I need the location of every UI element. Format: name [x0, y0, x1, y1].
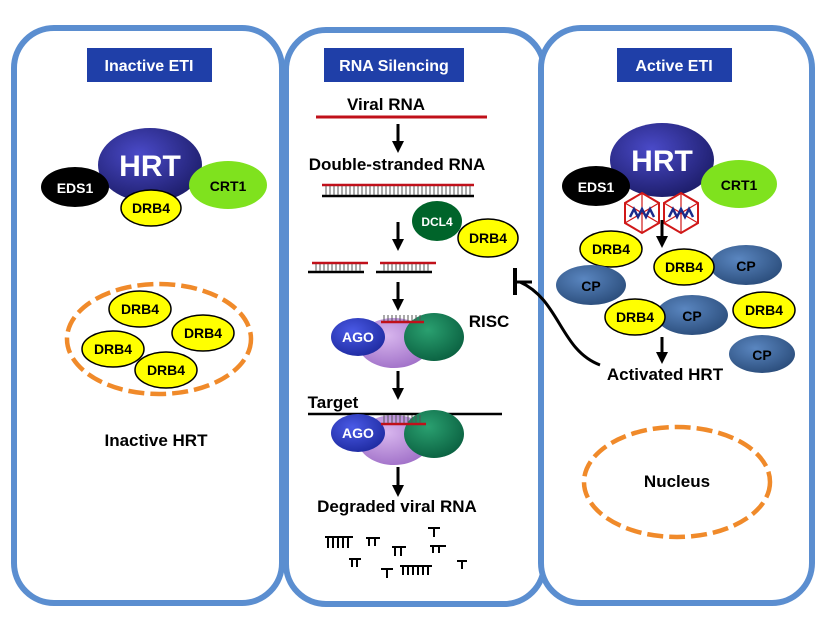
risc-on-target: AGO	[331, 410, 464, 465]
ago-label: AGO	[342, 329, 374, 345]
title-active-eti: Active ETI	[635, 58, 712, 75]
eds1-label: EDS1	[578, 179, 615, 195]
drb4-label: DRB4	[592, 241, 630, 257]
risc-green-subunit	[404, 410, 464, 458]
drb4-cp-pool: DRB4 CP DRB4 CP CP DRB4 DRB4 CP	[556, 230, 796, 373]
cp-label: CP	[736, 258, 755, 274]
hrt-protein	[610, 123, 714, 197]
drb4-protein	[732, 291, 796, 329]
title-inactive-eti: Inactive ETI	[105, 58, 194, 75]
drb4-label: DRB4	[469, 230, 507, 246]
cp-protein	[556, 265, 626, 305]
inactive-hrt-label: Inactive HRT	[105, 431, 209, 450]
title-box-rna-silencing	[324, 48, 464, 82]
cp-label: CP	[581, 278, 600, 294]
dsrna-label: Double-stranded RNA	[309, 155, 486, 174]
viral-rna-label: Viral RNA	[347, 95, 425, 114]
sirna-duplexes	[308, 261, 436, 274]
crt1-protein	[701, 160, 777, 208]
ago-protein	[331, 318, 385, 356]
inhibition-curve	[519, 280, 601, 367]
cp-protein	[656, 295, 728, 335]
hrt-protein	[98, 128, 202, 202]
drb4-label: DRB4	[121, 301, 159, 317]
target-label: Target	[308, 393, 359, 412]
risc-complex: AGO	[331, 313, 464, 368]
crt1-label: CRT1	[721, 177, 758, 193]
cp-protein	[710, 245, 782, 285]
nucleus-label: Nucleus	[644, 472, 710, 491]
drb4-label: DRB4	[94, 341, 132, 357]
drb4-label: DRB4	[147, 362, 185, 378]
activated-hrt-label: Activated HRT	[607, 365, 724, 384]
title-rna-silencing: RNA Silencing	[339, 58, 449, 75]
drb4-protein	[653, 248, 715, 286]
hrt-label: HRT	[631, 145, 693, 178]
drb4-protein	[604, 298, 666, 336]
drb4-protein	[134, 351, 198, 389]
dsrna-duplex	[322, 183, 474, 198]
crt1-protein	[189, 161, 267, 209]
drb4-label: DRB4	[616, 309, 654, 325]
drb4-label: DRB4	[132, 200, 170, 216]
drb4-label: DRB4	[745, 302, 783, 318]
drb4-protein	[108, 290, 172, 328]
drb4-label: DRB4	[184, 325, 222, 341]
rna-fragments	[325, 527, 467, 578]
drb4-protein	[120, 189, 182, 227]
drb4-protein	[579, 230, 643, 268]
degraded-rna-label: Degraded viral RNA	[317, 497, 477, 516]
dcl4-label: DCL4	[421, 215, 453, 229]
virus-particle-icon	[662, 191, 700, 235]
risc-green-subunit	[404, 313, 464, 361]
risc-label: RISC	[469, 312, 510, 331]
nucleus-right	[581, 424, 773, 540]
crt1-label: CRT1	[210, 178, 247, 194]
ago-label: AGO	[342, 425, 374, 441]
cp-protein	[729, 335, 795, 373]
cp-label: CP	[682, 308, 701, 324]
drb4-cluster: DRB4 DRB4 DRB4 DRB4	[81, 290, 235, 389]
virus-particle-icon	[623, 191, 661, 235]
title-box-inactive-eti	[87, 48, 212, 82]
dcl4-protein	[412, 201, 462, 241]
eds1-protein	[562, 166, 630, 206]
cp-label: CP	[752, 347, 771, 363]
drb4-protein	[81, 330, 145, 368]
nucleus-left	[64, 281, 254, 397]
active-hrt-complex: HRT EDS1 CRT1	[562, 123, 777, 208]
drb4-protein	[171, 314, 235, 352]
drb4-protein	[457, 218, 519, 258]
drb4-label: DRB4	[665, 259, 703, 275]
title-box-active-eti	[617, 48, 732, 82]
eds1-label: EDS1	[57, 180, 94, 196]
hrt-label: HRT	[119, 150, 181, 183]
ago-protein	[331, 414, 385, 452]
inactive-hrt-complex: HRT EDS1 CRT1 DRB4	[41, 128, 267, 227]
eds1-protein	[41, 167, 109, 207]
